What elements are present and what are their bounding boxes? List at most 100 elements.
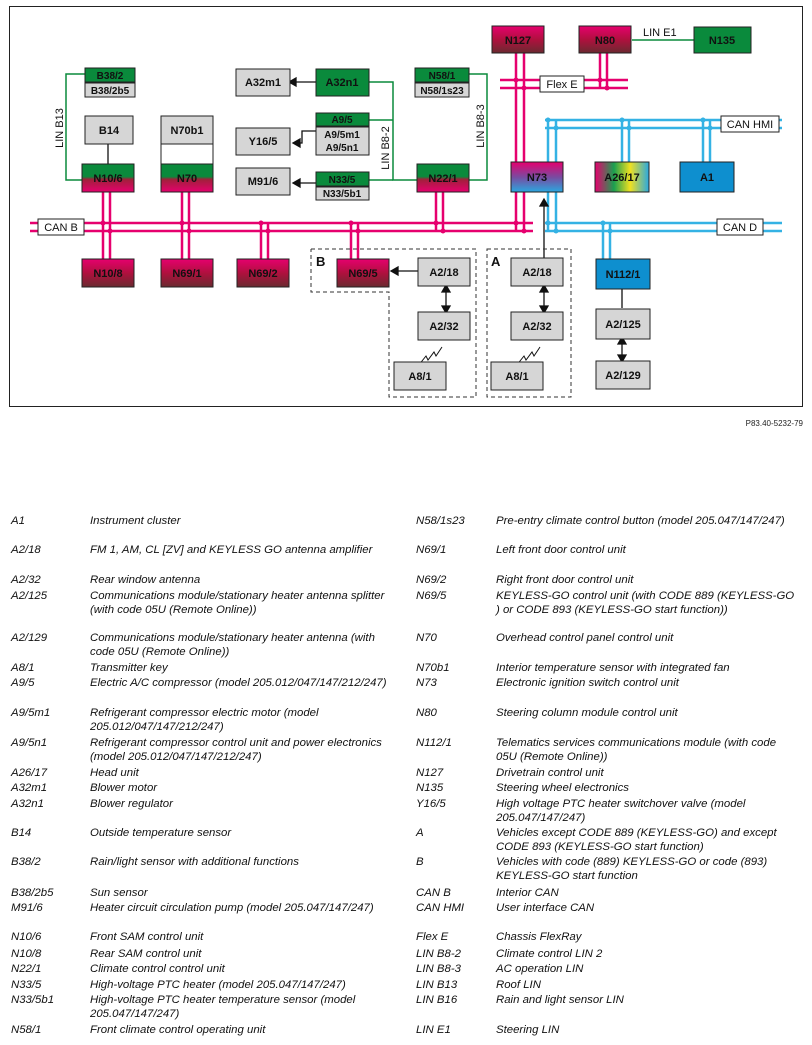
svg-text:N33/5: N33/5 <box>329 175 356 186</box>
svg-text:A2/32: A2/32 <box>429 321 458 333</box>
legend-code: A26/17 <box>11 767 48 779</box>
svg-text:N58/1: N58/1 <box>429 71 456 82</box>
svg-text:A8/1: A8/1 <box>505 371 528 383</box>
legend-code: A <box>416 827 424 839</box>
node-N33-5b1: N33/5b1 <box>323 189 362 200</box>
legend-code: N10/8 <box>11 948 42 960</box>
svg-text:A32n1: A32n1 <box>325 77 358 89</box>
legend-desc: Steering LIN <box>496 1024 560 1036</box>
legend-desc: Steering wheel electronics <box>496 782 629 794</box>
svg-text:A2/129: A2/129 <box>605 370 640 382</box>
figure-reference: P83.40-5232-79 <box>745 419 803 428</box>
svg-text:A1: A1 <box>700 172 714 184</box>
bus-label-can-hmi: CAN HMI <box>720 115 780 133</box>
legend-desc: Outside temperature sensor <box>90 827 232 839</box>
diagram-frame <box>9 6 803 407</box>
node-A2-129: A2/129 <box>595 360 651 390</box>
legend-code: N135 <box>416 782 444 794</box>
node-N69-1: N69/1 <box>160 258 214 288</box>
legend-code: N69/5 <box>416 590 447 602</box>
legend-desc: Overhead control panel control unit <box>496 632 674 644</box>
node-A26-17: A26/17 <box>594 161 650 193</box>
legend-desc: Steering column module control unit <box>496 707 678 719</box>
legend-desc: Instrument cluster <box>90 515 181 527</box>
node-A1: A1 <box>679 161 735 193</box>
legend-desc: Communications module/stationary heater … <box>90 632 375 658</box>
node-N33-5: N33/5 N33/5b1 <box>315 171 370 201</box>
node-N58-1: N58/1 N58/1s23 <box>414 67 470 98</box>
network-diagram: B A N127 N80 N135 B38/2 B38/2b5 A32m1 A3… <box>9 6 803 407</box>
node-Y16-5: Y16/5 <box>235 127 291 156</box>
legend-desc: Right front door control unit <box>496 574 634 586</box>
node-N135: N135 <box>693 26 752 54</box>
can-cyan-junctions <box>545 117 713 234</box>
legend-code: N69/1 <box>416 544 447 556</box>
node-A9-5m1: A9/5m1 <box>324 130 360 141</box>
node-B14: B14 <box>84 115 134 145</box>
node-M91-6: M91/6 <box>235 167 291 196</box>
svg-text:CAN B: CAN B <box>44 222 78 234</box>
svg-text:Flex E: Flex E <box>546 79 577 91</box>
legend-desc: Electric A/C compressor (model 205.012/0… <box>90 677 387 689</box>
legend-code: B38/2b5 <box>11 887 54 899</box>
node-A32m1: A32m1 <box>235 68 291 97</box>
node-B-A8-1: A8/1 <box>393 361 447 391</box>
svg-text:N69/5: N69/5 <box>348 268 377 280</box>
svg-text:N135: N135 <box>709 35 735 47</box>
node-A-A2-18: A2/18 <box>510 257 564 287</box>
node-N69-5: N69/5 <box>336 258 390 288</box>
legend-desc: AC operation LIN <box>496 963 584 975</box>
node-A9-5n1: A9/5n1 <box>326 143 359 154</box>
legend-desc: Roof LIN <box>496 979 541 991</box>
legend-desc: High-voltage PTC heater (model 205.047/1… <box>90 979 346 991</box>
legend-code: N73 <box>416 677 437 689</box>
legend-code: LIN B13 <box>416 979 458 991</box>
legend-desc: KEYLESS-GO control unit (with CODE 889 (… <box>496 590 795 616</box>
svg-text:B38/2: B38/2 <box>97 71 124 82</box>
node-A9-5: A9/5 A9/5m1 A9/5n1 <box>315 112 370 156</box>
legend-code: LIN B8-2 <box>416 948 461 960</box>
legend-desc: High-voltage PTC heater temperature sens… <box>90 994 356 1020</box>
legend-code: N69/2 <box>416 574 447 586</box>
svg-text:Y16/5: Y16/5 <box>249 136 278 148</box>
svg-text:A2/32: A2/32 <box>522 321 551 333</box>
legend-desc: Rear SAM control unit <box>90 948 202 960</box>
node-N127: N127 <box>491 25 545 54</box>
svg-text:N10/8: N10/8 <box>93 268 122 280</box>
legend-code: CAN HMI <box>416 902 465 914</box>
legend-code: A9/5 <box>11 677 35 689</box>
legend-desc: User interface CAN <box>496 902 595 914</box>
legend-code: B38/2 <box>11 856 41 868</box>
node-B38-2b5: B38/2b5 <box>91 86 130 97</box>
svg-text:CAN D: CAN D <box>723 222 757 234</box>
bus-label-flex-e: Flex E <box>539 75 585 93</box>
group-a-outline <box>486 248 572 398</box>
legend-code: A2/18 <box>11 544 41 556</box>
svg-text:N10/6: N10/6 <box>93 173 122 185</box>
legend-desc: Rain and light sensor LIN <box>496 994 624 1006</box>
legend-desc: FM 1, AM, CL [ZV] and KEYLESS GO antenna… <box>90 544 373 556</box>
legend-desc: Front SAM control unit <box>90 931 204 943</box>
node-B38-2: B38/2 B38/2b5 <box>84 67 136 98</box>
legend-code: N33/5b1 <box>11 994 55 1006</box>
svg-text:A9/5: A9/5 <box>331 115 353 126</box>
svg-text:N80: N80 <box>595 35 615 47</box>
bus-label-can-d: CAN D <box>716 218 764 236</box>
legend-desc: Transmitter key <box>90 662 168 674</box>
legend-code: A9/5m1 <box>11 707 51 719</box>
legend-code: N58/1s23 <box>416 515 465 527</box>
bus-junctions <box>100 77 610 234</box>
svg-text:N22/1: N22/1 <box>428 173 457 185</box>
legend-desc: Left front door control unit <box>496 544 626 556</box>
node-N69-2: N69/2 <box>236 258 290 288</box>
node-A-A2-32: A2/32 <box>510 311 564 341</box>
legend-desc: Pre-entry climate control button (model … <box>496 515 785 527</box>
legend-code: A1 <box>11 515 25 527</box>
legend-desc: Vehicles except CODE 889 (KEYLESS-GO) an… <box>496 827 777 853</box>
bus-label-lin-b8-2: LIN B8-2 <box>380 126 392 169</box>
legend-code: A9/5n1 <box>11 737 48 749</box>
node-N73: N73 <box>510 161 564 193</box>
legend-desc: Communications module/stationary heater … <box>90 590 385 616</box>
bus-label-lin-b8-3: LIN B8-3 <box>475 104 487 147</box>
legend-desc: Interior temperature sensor with integra… <box>496 662 730 674</box>
